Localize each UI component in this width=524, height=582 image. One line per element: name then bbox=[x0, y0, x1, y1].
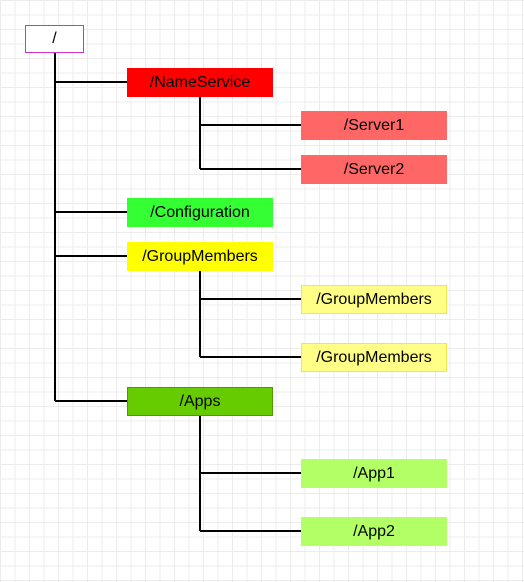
node-groupmembers-child-2[interactable]: /GroupMembers bbox=[301, 343, 447, 372]
node-root-label: / bbox=[52, 30, 57, 47]
node-configuration[interactable]: /Configuration bbox=[127, 198, 273, 227]
node-app2-label: /App2 bbox=[353, 522, 395, 540]
node-configuration-label: /Configuration bbox=[150, 203, 250, 221]
node-server1-label: /Server1 bbox=[343, 116, 405, 134]
node-server2-label: /Server2 bbox=[343, 160, 405, 178]
node-groupmembers-label: /GroupMembers bbox=[142, 247, 258, 265]
node-root[interactable]: / bbox=[25, 25, 84, 53]
node-app1-label: /App1 bbox=[353, 464, 395, 482]
node-nameservice-label: /NameService bbox=[149, 73, 251, 91]
node-server1[interactable]: /Server1 bbox=[301, 111, 447, 140]
node-apps-label: /Apps bbox=[179, 392, 221, 410]
node-server2[interactable]: /Server2 bbox=[301, 155, 447, 184]
node-groupmembers[interactable]: /GroupMembers bbox=[127, 242, 273, 271]
node-apps[interactable]: /Apps bbox=[127, 387, 273, 416]
node-app2[interactable]: /App2 bbox=[301, 517, 447, 546]
node-app1[interactable]: /App1 bbox=[301, 459, 447, 488]
node-groupmembers-child-1[interactable]: /GroupMembers bbox=[301, 285, 447, 314]
node-nameservice[interactable]: /NameService bbox=[127, 68, 273, 97]
node-groupmembers-child-1-label: /GroupMembers bbox=[316, 290, 432, 308]
node-groupmembers-child-2-label: /GroupMembers bbox=[316, 348, 432, 366]
